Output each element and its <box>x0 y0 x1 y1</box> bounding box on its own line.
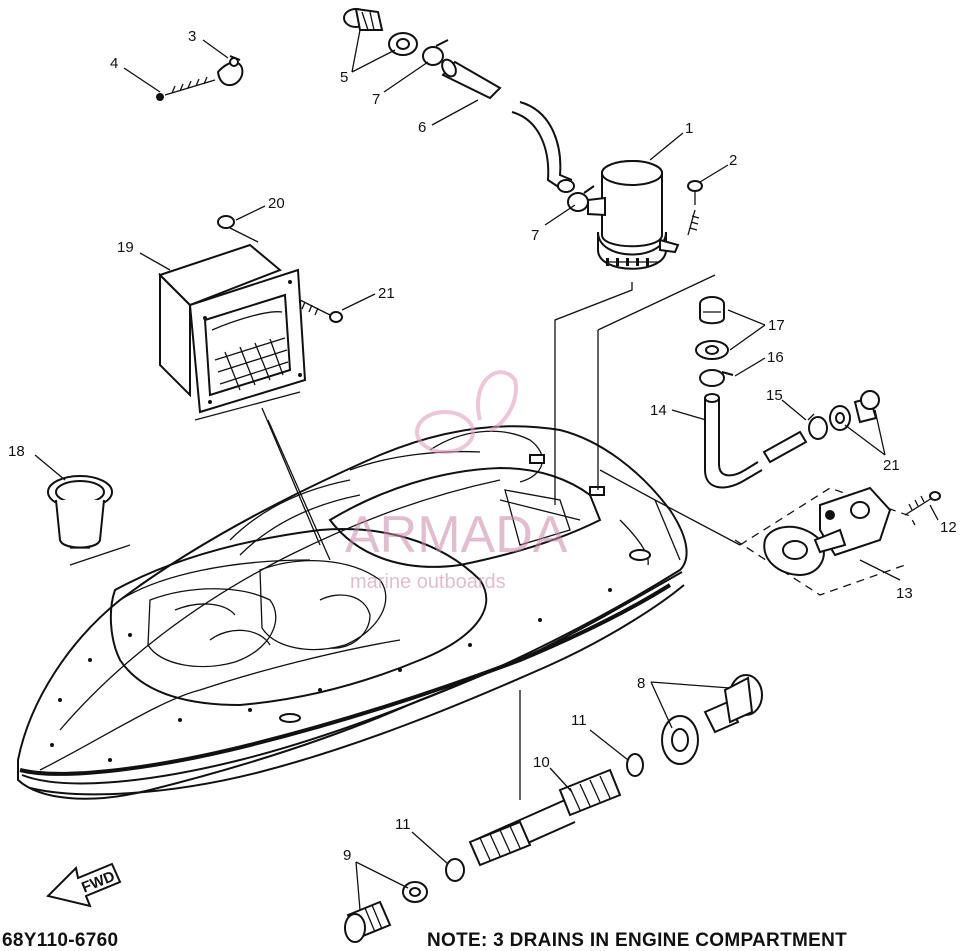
screw-20 <box>217 215 259 243</box>
callout-7-pump: 7 <box>531 227 539 244</box>
callout-14: 14 <box>650 402 667 419</box>
callout-5: 5 <box>340 69 348 86</box>
screw-4 <box>156 76 216 101</box>
clamp-7-top <box>422 39 449 66</box>
hose-10 <box>468 768 622 867</box>
fwd-label: FWD <box>79 868 117 897</box>
callout-9: 9 <box>343 847 351 864</box>
callout-12: 12 <box>940 519 957 536</box>
footer-note: NOTE: 3 DRAINS IN ENGINE COMPARTMENT <box>427 930 847 951</box>
callout-15: 15 <box>766 387 783 404</box>
fwd-arrow: FWD <box>46 862 122 908</box>
bracket-13 <box>734 486 916 596</box>
hose-14 <box>704 393 763 489</box>
clamp-16 <box>699 369 734 387</box>
callout-11-lower: 11 <box>395 816 411 833</box>
watermark-tagline: marine outboards <box>350 571 506 593</box>
callout-18: 18 <box>8 443 25 460</box>
hose-6 <box>441 58 502 100</box>
callout-2: 2 <box>729 152 737 169</box>
callout-17: 17 <box>768 317 785 334</box>
storage-box-19 <box>158 243 307 414</box>
watermark-brand: ARMADA <box>345 506 568 564</box>
cup-holder-18 <box>47 475 113 549</box>
watermark: ARMADA marine outboards <box>345 370 568 593</box>
screw-21-box <box>299 299 343 323</box>
drain-plug-5 <box>343 7 418 56</box>
drain-fitting-17 <box>695 296 729 360</box>
callout-6: 6 <box>418 119 426 136</box>
part-code: 68Y110-6760 <box>2 930 118 951</box>
drain-plug-9 <box>344 881 428 943</box>
callout-13: 13 <box>896 585 913 602</box>
callout-20: 20 <box>268 195 285 212</box>
callout-19: 19 <box>117 239 134 256</box>
screw-12 <box>904 491 941 516</box>
boat-hull <box>17 425 688 800</box>
callout-7-top: 7 <box>372 91 380 108</box>
drain-plug-8 <box>661 674 763 765</box>
callout-3: 3 <box>188 28 196 45</box>
callout-8: 8 <box>637 675 645 692</box>
callout-16: 16 <box>767 349 784 366</box>
callout-21-box: 21 <box>378 285 395 302</box>
callout-10: 10 <box>533 754 550 771</box>
pump-hose <box>511 101 575 193</box>
clamp-11-lower <box>445 858 465 882</box>
callout-11-upper: 11 <box>571 712 587 729</box>
callout-4: 4 <box>110 55 118 72</box>
hose-15 <box>762 413 828 464</box>
callout-21-right: 21 <box>883 457 900 474</box>
callout-leaders <box>34 29 939 911</box>
drain-plug-21-right <box>829 390 880 431</box>
callout-1: 1 <box>685 120 693 137</box>
callout-labels: 1 2 3 4 5 6 7 7 8 9 10 11 11 12 13 14 15… <box>8 28 957 864</box>
clamp-11-upper <box>626 753 644 777</box>
bilge-pump <box>587 160 680 270</box>
clamp-3 <box>216 55 244 87</box>
screw-2 <box>687 180 703 236</box>
